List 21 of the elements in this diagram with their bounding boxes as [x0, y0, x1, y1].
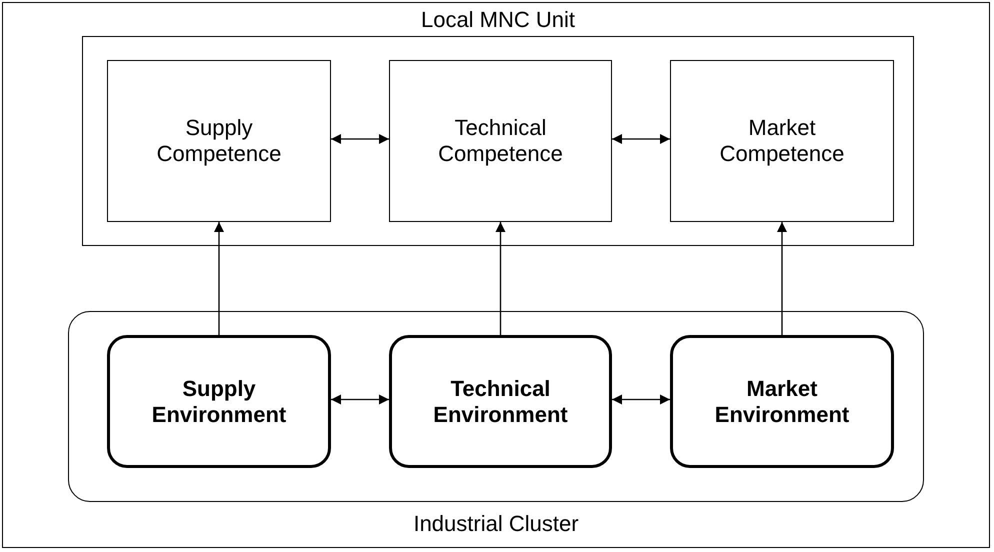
- arrow: [612, 394, 670, 404]
- arrow: [331, 134, 389, 144]
- arrow: [496, 222, 506, 335]
- rounded-process-box: [389, 335, 612, 468]
- arrow: [331, 394, 389, 404]
- box-label: Technical Competence: [437, 115, 564, 167]
- group-title: Local MNC Unit: [420, 7, 576, 33]
- arrow: [612, 134, 670, 144]
- process-box: [107, 60, 331, 222]
- arrow: [777, 222, 787, 335]
- process-box: [389, 60, 612, 222]
- box-label: Market Competence: [718, 115, 846, 167]
- box-label: Market Environment: [714, 376, 850, 428]
- process-box: [670, 60, 894, 222]
- group-title: Industrial Cluster: [412, 511, 580, 537]
- box-label: Technical Environment: [432, 376, 569, 428]
- arrow: [214, 222, 224, 335]
- box-label: Supply Competence: [156, 115, 282, 167]
- rounded-process-box: [107, 335, 331, 468]
- rounded-process-box: [670, 335, 894, 468]
- box-label: Supply Environment: [150, 376, 288, 428]
